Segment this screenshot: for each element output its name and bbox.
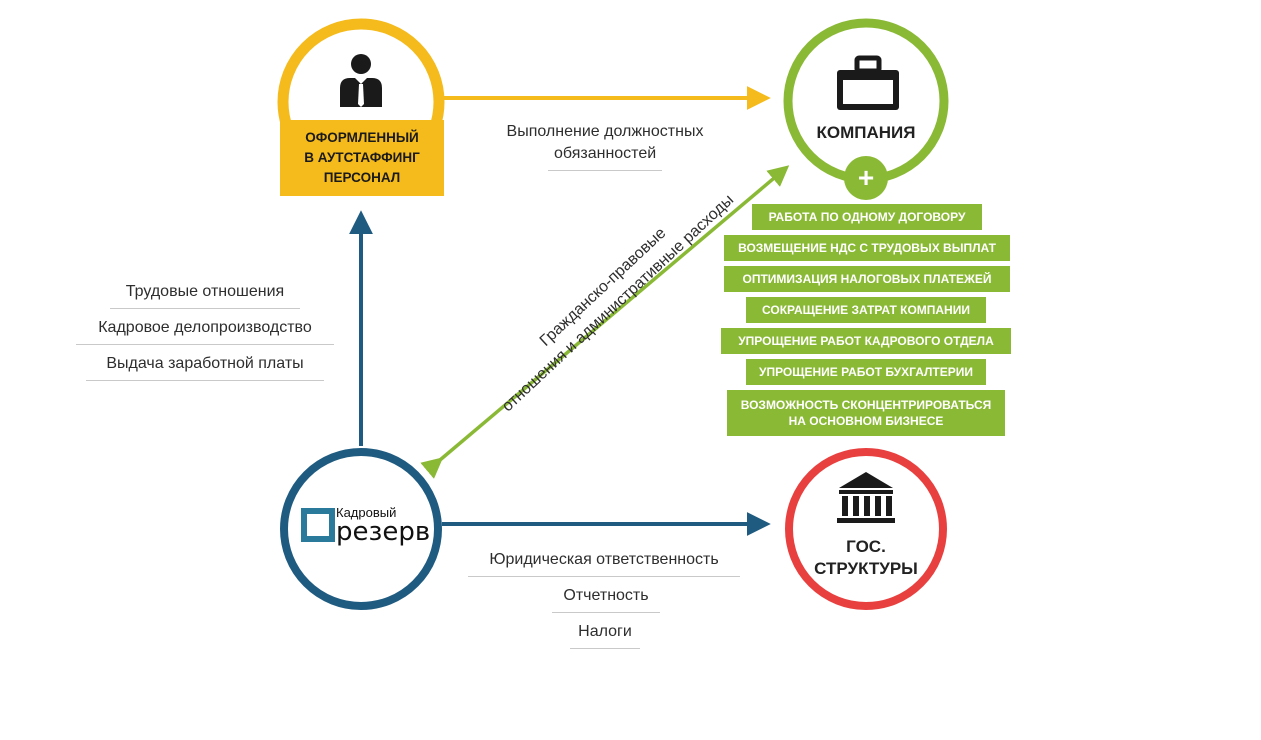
edge-label-line: Отчетность [552, 586, 660, 613]
provider-node-circle [280, 448, 442, 610]
briefcase-icon [837, 55, 899, 110]
person-icon [340, 54, 382, 107]
benefit-item: ВОЗМЕЩЕНИЕ НДС С ТРУДОВЫХ ВЫПЛАТ [724, 235, 1010, 261]
personnel-caption-line: В АУТСТАФФИНГ [304, 150, 420, 165]
personnel-caption-line: ПЕРСОНАЛ [323, 170, 401, 185]
government-caption-line: СТРУКТУРЫ [814, 559, 918, 578]
benefit-item: УПРОЩЕНИЕ РАБОТ БУХГАЛТЕРИИ [746, 359, 986, 385]
edge-label-line: Выполнение должностных [506, 123, 704, 140]
benefit-item: УПРОЩЕНИЕ РАБОТ КАДРОВОГО ОТДЕЛА [721, 328, 1011, 354]
government-building-icon [837, 472, 895, 523]
edge-company-provider [420, 165, 790, 479]
logo-square-icon [301, 508, 335, 542]
benefit-item: СОКРАЩЕНИЕ ЗАТРАТ КОМПАНИИ [746, 297, 986, 323]
personnel-caption-line: ОФОРМЛЕННЫЙ [305, 130, 419, 145]
logo-text-small: Кадровый [336, 505, 397, 520]
edge-label-line: обязанностей [548, 144, 662, 171]
benefit-item: РАБОТА ПО ОДНОМУ ДОГОВОРУ [752, 204, 982, 230]
company-caption: КОМПАНИЯ [816, 123, 916, 142]
plus-icon: + [858, 162, 874, 193]
edge-label-line: Выдача заработной платы [86, 354, 324, 381]
government-caption: ГОС. СТРУКТУРЫ [806, 536, 926, 580]
logo-text-big: резерв [336, 517, 431, 547]
government-node-circle [785, 448, 947, 610]
edge-label-line: Трудовые отношения [110, 282, 300, 309]
benefit-item: ОПТИМИЗАЦИЯ НАЛОГОВЫХ ПЛАТЕЖЕЙ [724, 266, 1010, 292]
company-plus-badge [844, 156, 888, 200]
edge-label-line: Кадровое делопроизводство [76, 318, 334, 345]
edge-label-line: Налоги [570, 622, 640, 649]
edge-label-line: Юридическая ответственность [468, 550, 740, 577]
personnel-caption: ОФОРМЛЕННЫЙ В АУТСТАФФИНГ ПЕРСОНАЛ [280, 120, 444, 196]
benefit-item: ВОЗМОЖНОСТЬ СКОНЦЕНТРИРОВАТЬСЯ НА ОСНОВН… [727, 390, 1005, 436]
government-caption-line: ГОС. [846, 537, 886, 556]
